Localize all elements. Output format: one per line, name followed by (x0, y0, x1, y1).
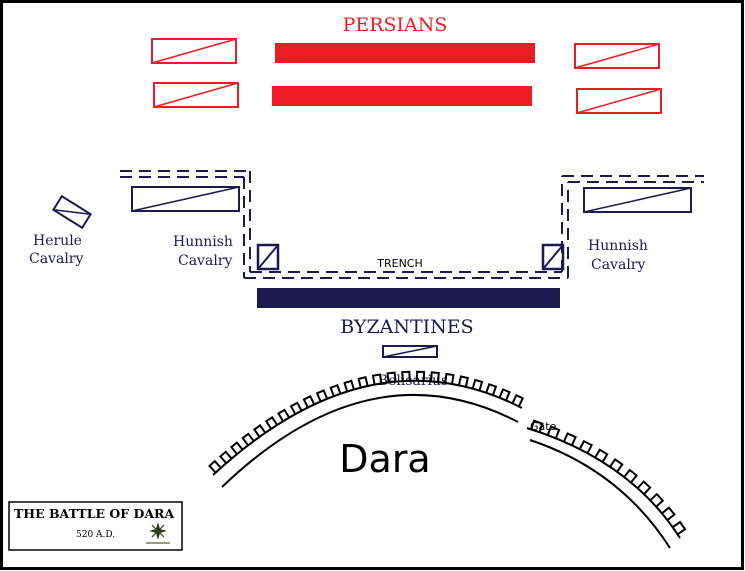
city-wall-battlements-left (208, 370, 525, 474)
byzantines-label: BYZANTINES (340, 316, 473, 338)
city-name-label: Dara (339, 437, 430, 481)
trench-label: TRENCH (376, 257, 423, 270)
city-wall-battlements-right (530, 419, 687, 536)
battlement-teeth (530, 419, 687, 536)
persians-label: PERSIANS (343, 14, 448, 36)
trench (120, 170, 704, 279)
herule-cavalry-label: Herule Cavalry (29, 233, 86, 267)
hunnish-cavalry-right-unit (583, 187, 692, 213)
hunnish-cavalry-left-unit (131, 186, 240, 212)
city-wall (212, 379, 681, 549)
map-title: THE BATTLE OF DARA (14, 506, 174, 521)
map-date: 520 A.D. (76, 530, 115, 540)
herule-cavalry-unit (51, 194, 93, 230)
persian-right-cavalry-bottom (576, 88, 662, 114)
title-box: THE BATTLE OF DARA 520 A.D. (8, 501, 183, 551)
gate-label: Gate (530, 420, 557, 433)
byzantine-left-flank-unit (256, 243, 280, 271)
byzantine-infantry (257, 288, 560, 308)
hunnish-cavalry-right-label: Hunnish Cavalry (588, 238, 652, 273)
compass-star-icon (149, 522, 167, 540)
persian-right-cavalry-top (574, 43, 660, 69)
persian-left-cavalry-bottom (153, 82, 239, 108)
byzantine-right-flank-unit (541, 243, 565, 271)
persian-infantry-rear (272, 86, 532, 106)
hunnish-cavalry-left-label: Hunnish Cavalry (173, 234, 237, 269)
belisarius-unit (382, 345, 438, 358)
persian-left-cavalry-top (151, 38, 237, 64)
battlement-teeth (208, 370, 525, 474)
persian-infantry-front (275, 43, 535, 63)
